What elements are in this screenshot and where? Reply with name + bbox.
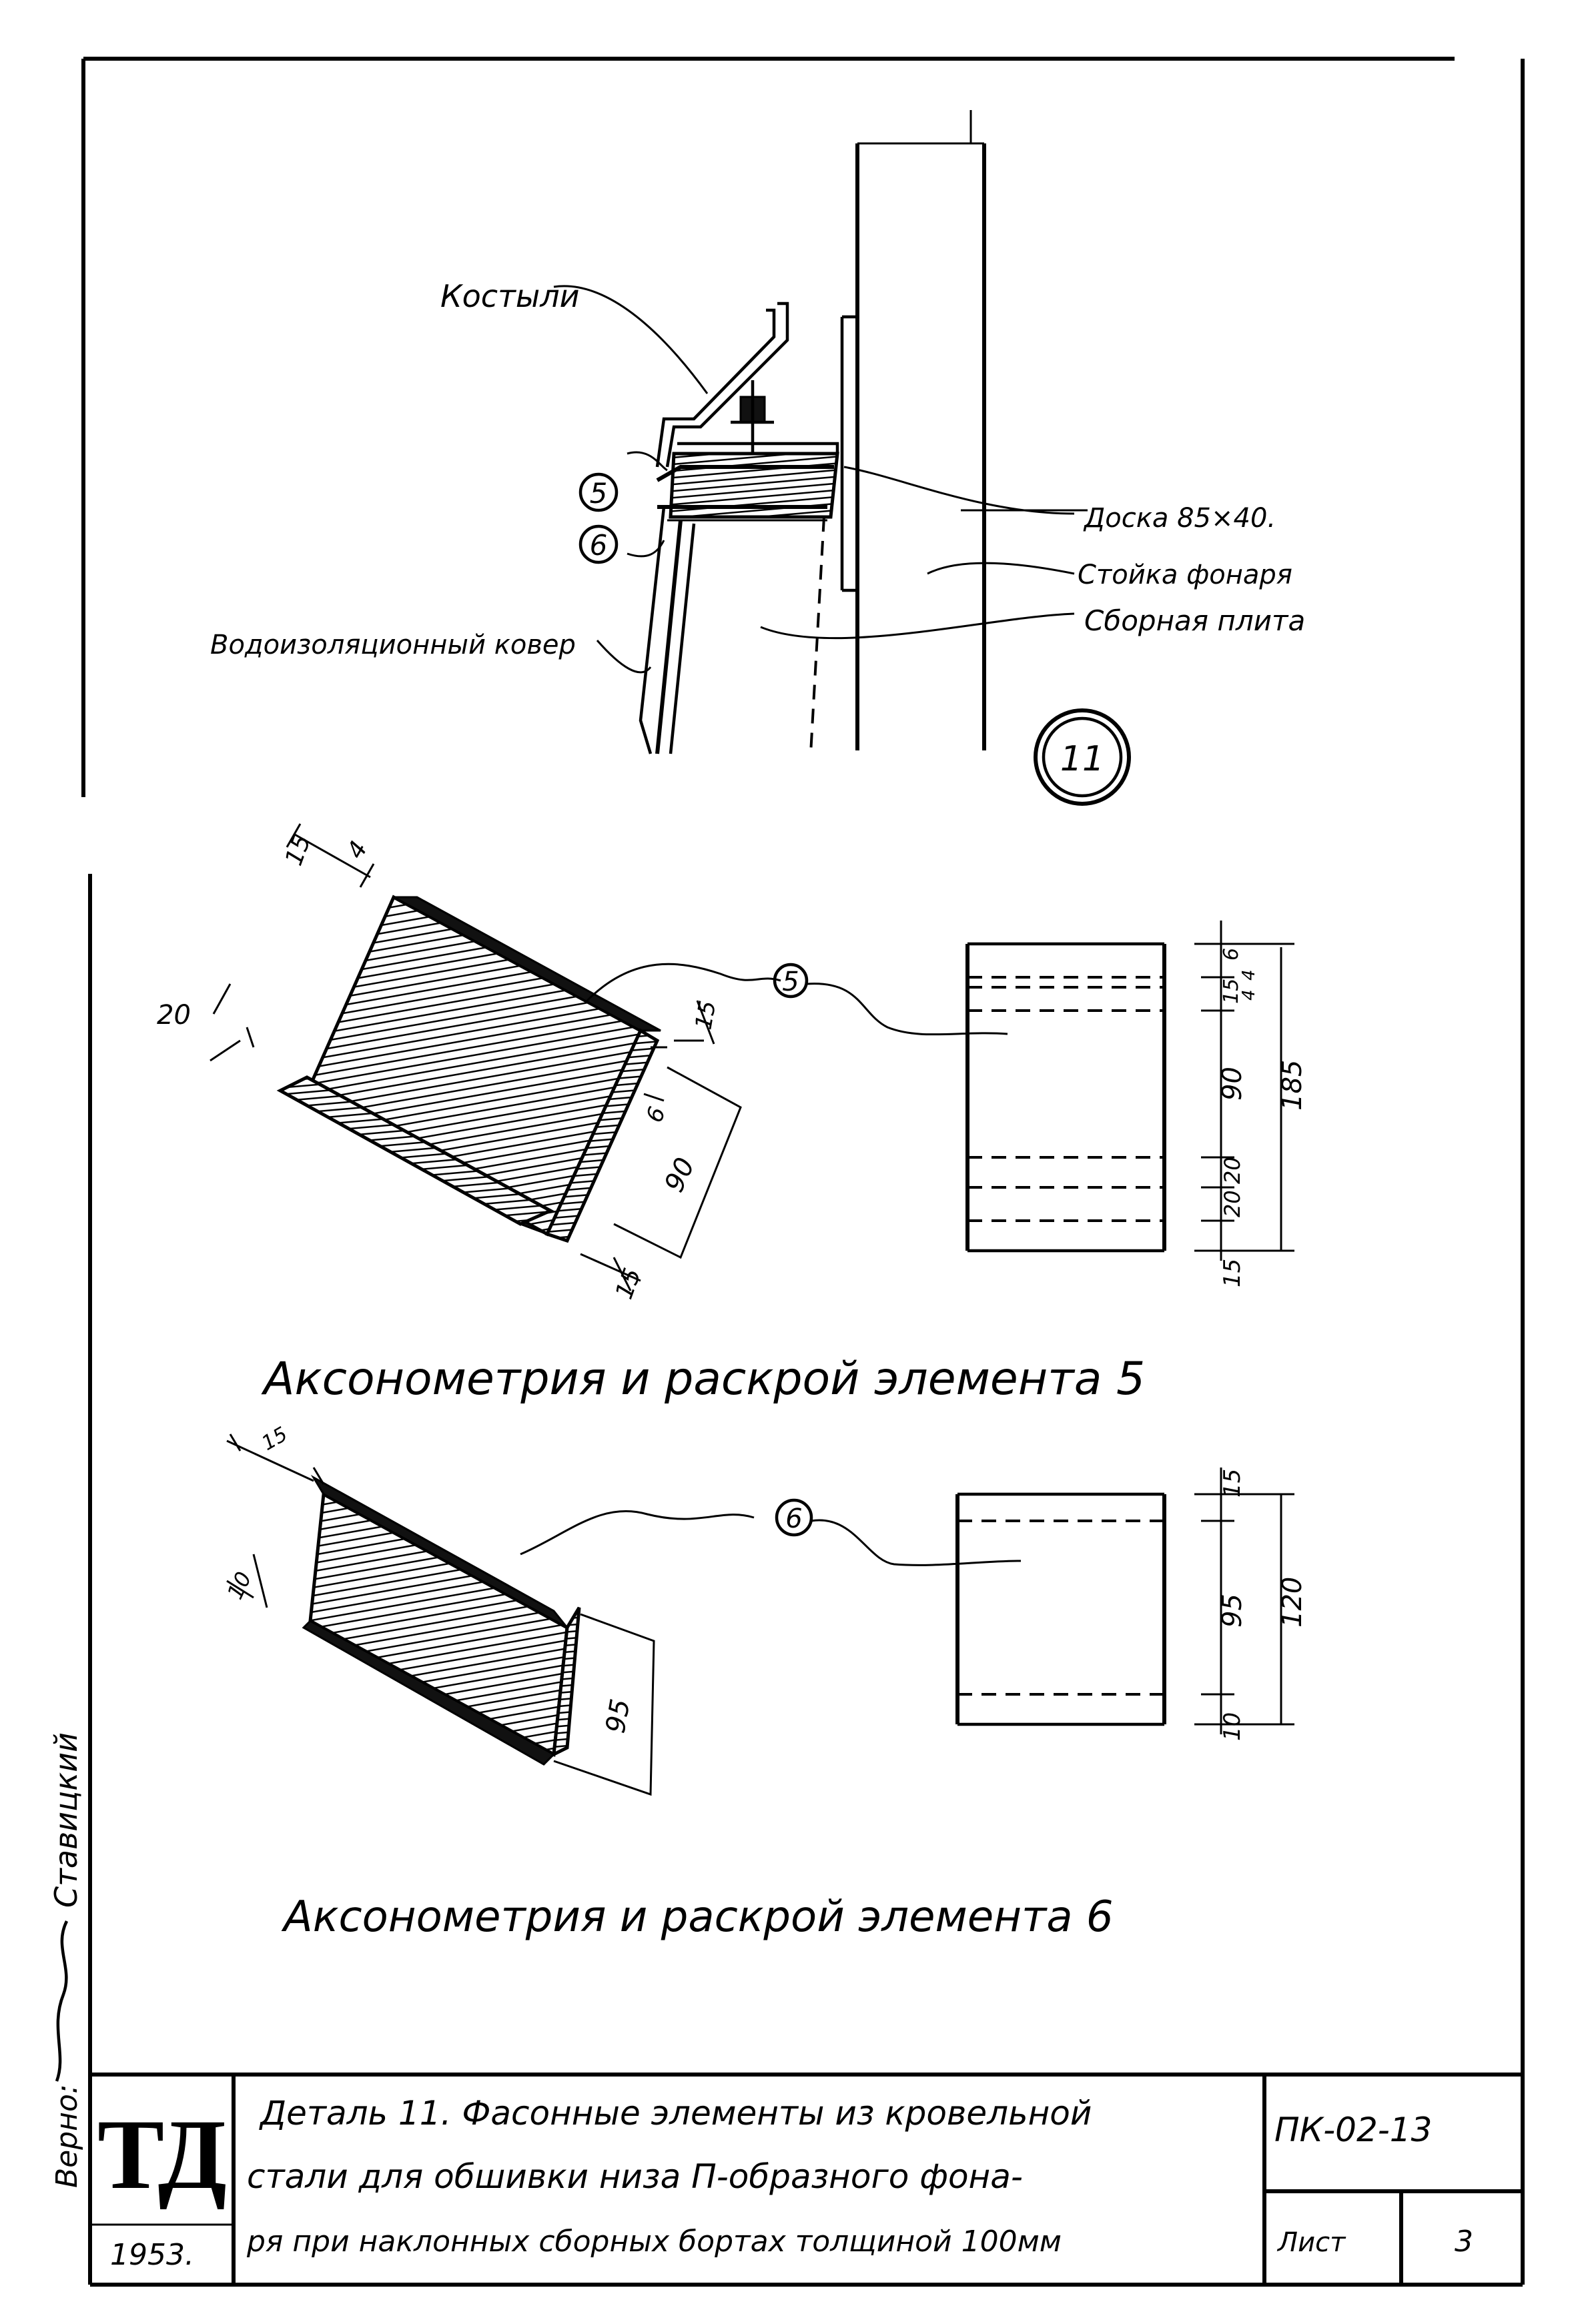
dim-e5-4: 4 [342,836,373,863]
dim-e5c-15b: 15 [1219,1259,1246,1287]
caption-element-5: Аксонометрия и раскрой элемента 5 [261,1353,1145,1405]
dim-e6c-10: 10 [1219,1712,1246,1741]
year: 1953. [110,2238,194,2272]
sheet-number: 3 [1455,2225,1473,2259]
dim-e5c-90: 90 [1217,1067,1248,1101]
dim-e5c-4a: 4 [1239,969,1259,981]
callout-5-small: 5 [590,477,608,510]
dim-e6c-95: 95 [1217,1594,1248,1628]
callout-6: 6 [785,1504,802,1534]
sheet-label: Лист [1276,2227,1346,2258]
dim-e5-15b: 15 [690,999,721,1032]
dim-e6c-15: 15 [1219,1469,1246,1498]
title-line-2: стали для обшивки низа П-образного фона- [247,2157,1023,2196]
element-6-cut [955,1468,1294,1734]
detail-11-section [553,110,1131,806]
dim-e5c-4b: 4 [1239,989,1259,1001]
dim-e5c-15: 15 [1220,979,1243,1004]
title-line-1: Деталь 11. Фасонные элементы из кровельн… [259,2094,1092,2133]
title-block [90,2073,1523,2285]
label-kostyli: Костыли [440,278,580,314]
dim-e6-95: 95 [601,1697,637,1736]
signer-name: Ставицкий [48,1732,84,1908]
element-6-axonometry [226,1433,1022,1796]
detail-number: 11 [1060,739,1104,779]
dim-e5-20: 20 [157,1000,191,1031]
dim-e5c-6: 6 [1220,948,1243,961]
label-doska: Доска 85×40. [1083,503,1276,534]
dim-e6-10: 10 [222,1568,257,1603]
caption-element-6: Аксонометрия и раскрой элемента 6 [281,1892,1114,1942]
sheet-frame [81,57,1525,2287]
dim-e5-15a: 15 [280,831,316,869]
label-plita: Сборная плита [1084,604,1305,637]
dim-e5c-20a: 20 [1220,1157,1245,1184]
element-5-cut [965,921,1294,1261]
dim-e5-90: 90 [659,1153,701,1197]
dim-e5-6: 6 [641,1103,671,1126]
title-line-3: ря при наклонных сборных бортах толщиной… [246,2225,1062,2259]
element-5-axonometry [210,823,1008,1291]
dim-e5c-20b: 20 [1220,1190,1245,1217]
drawing-code: ПК-02-13 [1274,2111,1432,2149]
callout-6-small: 6 [590,529,608,562]
td-logo: ТД [97,2099,227,2210]
dim-e5c-185: 185 [1277,1060,1308,1111]
signature-mark [55,1920,69,2082]
dim-e6-15: 15 [258,1423,292,1456]
callout-5: 5 [782,967,799,997]
verno-label: Верно: [50,2084,84,2188]
label-stoika: Стойка фонаря [1078,560,1292,590]
label-kover: Водоизоляционный ковер [210,630,576,660]
dim-e6c-120: 120 [1277,1577,1308,1628]
